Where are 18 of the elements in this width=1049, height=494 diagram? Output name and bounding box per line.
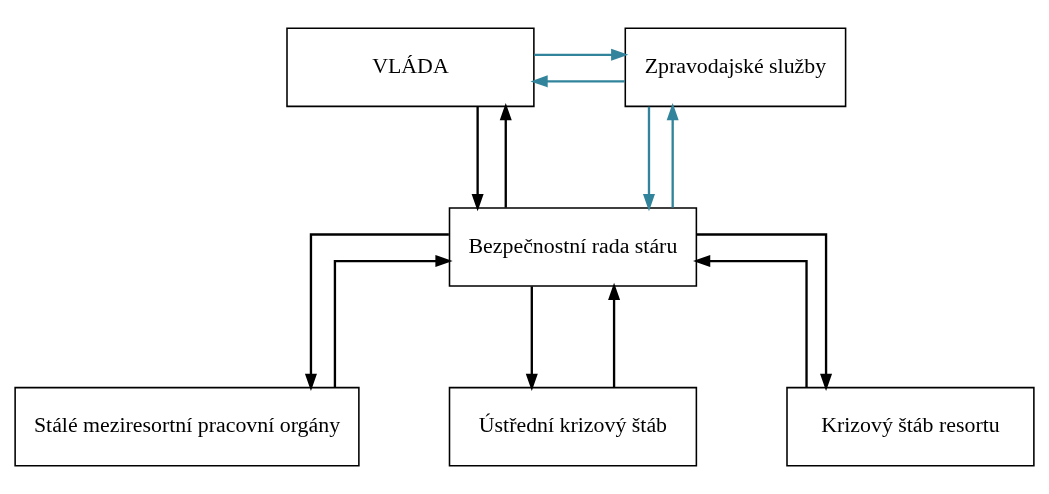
arrow — [304, 233, 449, 391]
node-box: Stálé meziresortní pracovní orgány — [14, 386, 360, 467]
node-box: Bezpečnostní rada stáru — [448, 207, 698, 287]
arrow — [530, 75, 625, 88]
node-box: Zpravodajské služby — [624, 27, 847, 108]
node-box: Krizový štáb resortu — [786, 386, 1035, 467]
arrow — [642, 106, 655, 212]
arrow — [696, 233, 833, 391]
arrow — [525, 286, 538, 391]
arrow — [499, 103, 512, 208]
arrow — [608, 282, 621, 388]
arrow — [333, 255, 453, 388]
node-box: Ústřední krizový štáb — [448, 386, 698, 467]
arrow — [534, 48, 629, 61]
node-box: VLÁDA — [286, 27, 535, 108]
arrow — [693, 255, 808, 388]
arrow — [666, 103, 679, 208]
arrow — [471, 106, 484, 212]
